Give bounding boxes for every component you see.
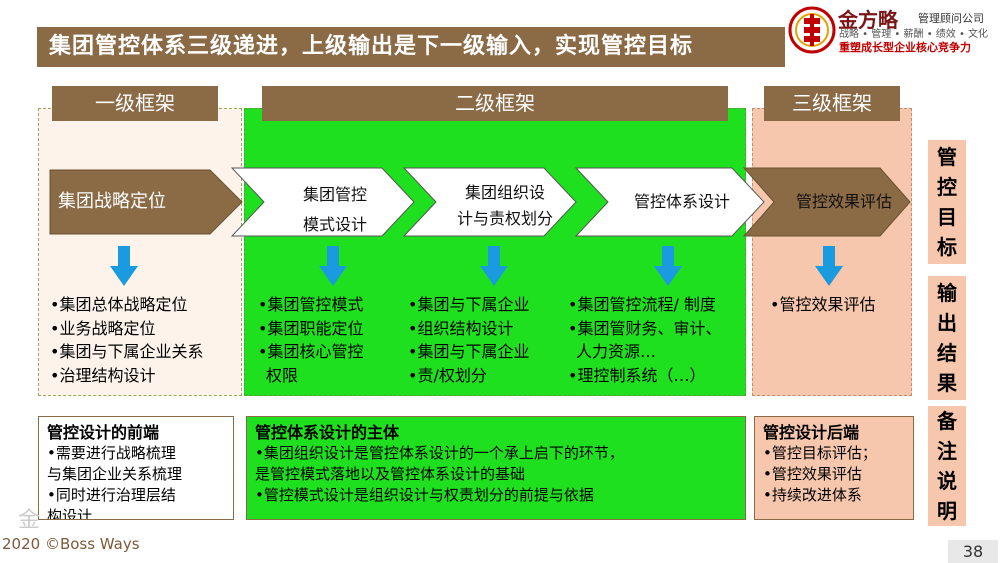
note-line: •管控模式设计是组织设计与权责划分的前提与依据 xyxy=(255,486,594,504)
output-item: •管控效果评估 xyxy=(770,295,876,314)
output-item: •集团与下属企业关系 xyxy=(50,342,204,361)
page-number: 38 xyxy=(948,540,998,563)
side-label-output: 输 出 结 果 xyxy=(928,276,966,400)
note-left-title: 管控设计的前端 xyxy=(47,423,160,442)
note-line: •持续改进体系 xyxy=(763,486,862,504)
output-item: 权限 xyxy=(266,365,299,385)
side-char: 出 xyxy=(937,311,957,335)
step-mode-line1: 集团管控 xyxy=(302,185,367,204)
output-item: •集团核心管控 xyxy=(258,342,364,361)
down-arrow-5 xyxy=(815,246,843,286)
output-item: •集团管控流程/ 制度 xyxy=(568,295,716,314)
brand-name: 金方略 xyxy=(838,8,898,32)
down-arrow-3 xyxy=(480,246,508,286)
output-item: •理控制系统（…） xyxy=(568,365,706,385)
output-col2: •集团管控模式 •集团职能定位 •集团核心管控 权限 xyxy=(258,293,363,387)
step-system-shape xyxy=(574,167,765,237)
side-char: 输 xyxy=(937,281,957,305)
note-mid: 管控体系设计的主体 •集团组织设计是管控体系设计的一个承上启下的环节， 是管控模… xyxy=(246,416,746,520)
note-line: •需要进行战略梳理 xyxy=(47,444,176,462)
side-label-note: 备 注 说 明 xyxy=(928,406,966,526)
output-col4: •集团管控流程/ 制度 •集团管财务、审计、 人力资源… •理控制系统（…） xyxy=(568,293,721,387)
side-char: 明 xyxy=(937,499,957,523)
side-label-goal: 管 控 目 标 xyxy=(928,140,966,264)
note-line: •管控效果评估 xyxy=(763,465,862,483)
frame-header-level3: 三级框架 xyxy=(764,86,900,121)
note-line: •集团组织设计是管控体系设计的一个承上启下的环节， xyxy=(255,444,624,462)
step-org-shape xyxy=(402,167,577,237)
output-item: •组织结构设计 xyxy=(408,318,514,338)
note-line: 是管控模式落地以及管控体系设计的基础 xyxy=(255,465,526,483)
side-char: 果 xyxy=(937,371,957,395)
footer-copyright: 2020 ©Boss Ways xyxy=(2,535,140,553)
output-item: •集团管控模式 xyxy=(258,295,364,314)
side-char: 注 xyxy=(937,439,957,463)
output-col1: •集团总体战略定位 •业务战略定位 •集团与下属企业关系 •治理结构设计 xyxy=(50,293,203,387)
step-eval-label: 管控效果评估 xyxy=(795,192,892,211)
frame-header-level1: 一级框架 xyxy=(52,86,218,121)
step-mode-label: 集团管控 模式设计 xyxy=(270,182,400,238)
output-item: •治理结构设计 xyxy=(50,365,156,385)
down-arrow-2 xyxy=(319,246,347,286)
output-item: •集团管财务、审计、 xyxy=(568,318,722,338)
output-col5: •管控效果评估 xyxy=(770,293,875,317)
side-char: 目 xyxy=(937,205,957,229)
output-item: •责/权划分 xyxy=(408,365,487,385)
note-line: •同时进行治理层结 xyxy=(47,486,176,504)
side-char: 说 xyxy=(937,469,957,493)
note-left: 管控设计的前端 •需要进行战略梳理 与集团企业关系梳理 •同时进行治理层结 构设… xyxy=(38,416,234,520)
side-char: 备 xyxy=(937,409,957,433)
step-mode-line2: 模式设计 xyxy=(302,215,367,234)
step-org-line2: 计与责权划分 xyxy=(456,209,553,228)
output-item: •集团与下属企业 xyxy=(408,342,530,361)
step-org-line1: 集团组织设 xyxy=(464,183,545,202)
region-level1 xyxy=(38,108,242,396)
step-system-label: 管控体系设计 xyxy=(633,192,730,211)
brand-logo-icon xyxy=(788,6,836,54)
note-line: 构设计 xyxy=(47,507,93,520)
note-line: •管控目标评估； xyxy=(763,444,877,462)
side-char: 结 xyxy=(937,341,957,365)
output-item: •业务战略定位 xyxy=(50,318,156,338)
note-right: 管控设计后端 •管控目标评估； •管控效果评估 •持续改进体系 xyxy=(754,416,914,520)
side-char: 标 xyxy=(937,235,957,259)
side-char: 控 xyxy=(937,175,957,199)
step-org-label: 集团组织设 计与责权划分 xyxy=(440,180,570,232)
brand-slogan: 重塑成长型企业核心竞争力 xyxy=(839,41,971,54)
step-strategy-shape xyxy=(49,169,243,235)
brand-subtitle: 管理顾问公司 xyxy=(918,12,984,25)
note-line: 与集团企业关系梳理 xyxy=(47,465,183,483)
frame-header-level2: 二级框架 xyxy=(262,86,728,121)
watermark-logo: 金 xyxy=(18,508,41,533)
down-arrow-4 xyxy=(654,246,682,286)
step-strategy-label: 集团战略定位 xyxy=(58,191,166,212)
output-item: •集团总体战略定位 xyxy=(50,295,188,314)
output-item: •集团与下属企业 xyxy=(408,295,530,314)
slide-title: 集团管控体系三级递进，上级输出是下一级输入，实现管控目标 xyxy=(37,27,785,67)
note-mid-title: 管控体系设计的主体 xyxy=(255,423,400,442)
output-col3: •集团与下属企业 •组织结构设计 •集团与下属企业 •责/权划分 xyxy=(408,293,529,387)
note-right-title: 管控设计后端 xyxy=(763,423,860,442)
brand-tags: 战略 • 管理 • 薪酬 • 绩效 • 文化 xyxy=(839,29,989,40)
side-char: 管 xyxy=(937,145,957,169)
step-eval-shape xyxy=(742,167,911,237)
output-item: •集团职能定位 xyxy=(258,318,364,338)
step-mode-shape xyxy=(230,167,415,237)
output-item: 人力资源… xyxy=(576,342,657,361)
down-arrow-1 xyxy=(110,246,138,286)
